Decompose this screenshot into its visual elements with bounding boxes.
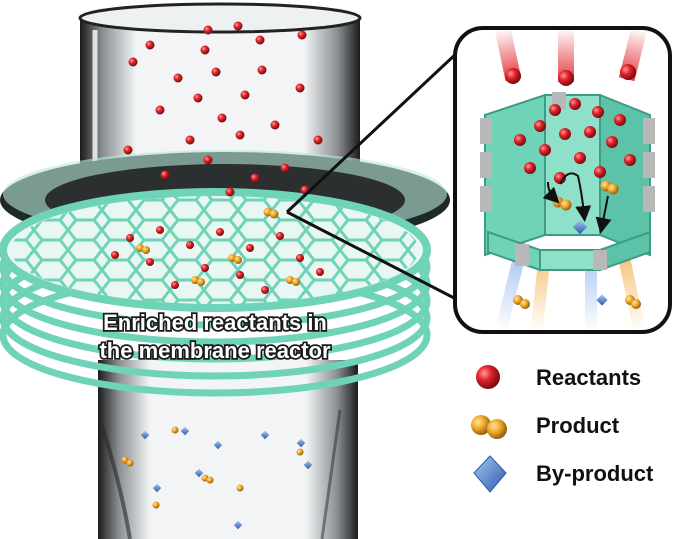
legend-label-product: Product xyxy=(536,413,620,438)
reactant-sphere-icon xyxy=(476,365,500,389)
reactant-molecules xyxy=(111,21,324,294)
legend-item-byproduct: By-product xyxy=(473,455,654,493)
legend: Reactants Product By-product xyxy=(471,365,654,493)
legend-label-reactants: Reactants xyxy=(536,365,641,390)
zoom-pointer xyxy=(285,50,460,302)
product-molecules xyxy=(121,207,304,509)
byproduct-diamond-icon xyxy=(473,455,507,493)
legend-item-reactants: Reactants xyxy=(476,365,641,390)
product-dimer-icon xyxy=(471,415,507,439)
byproduct-molecules xyxy=(140,426,313,530)
legend-label-byproduct: By-product xyxy=(536,461,654,486)
zoom-inset xyxy=(453,26,672,334)
membrane-stack xyxy=(0,188,431,397)
caption-line-2: the membrane reactor xyxy=(99,338,331,363)
legend-item-product: Product xyxy=(471,413,620,439)
caption-line-1: Enriched reactants in xyxy=(103,310,327,335)
